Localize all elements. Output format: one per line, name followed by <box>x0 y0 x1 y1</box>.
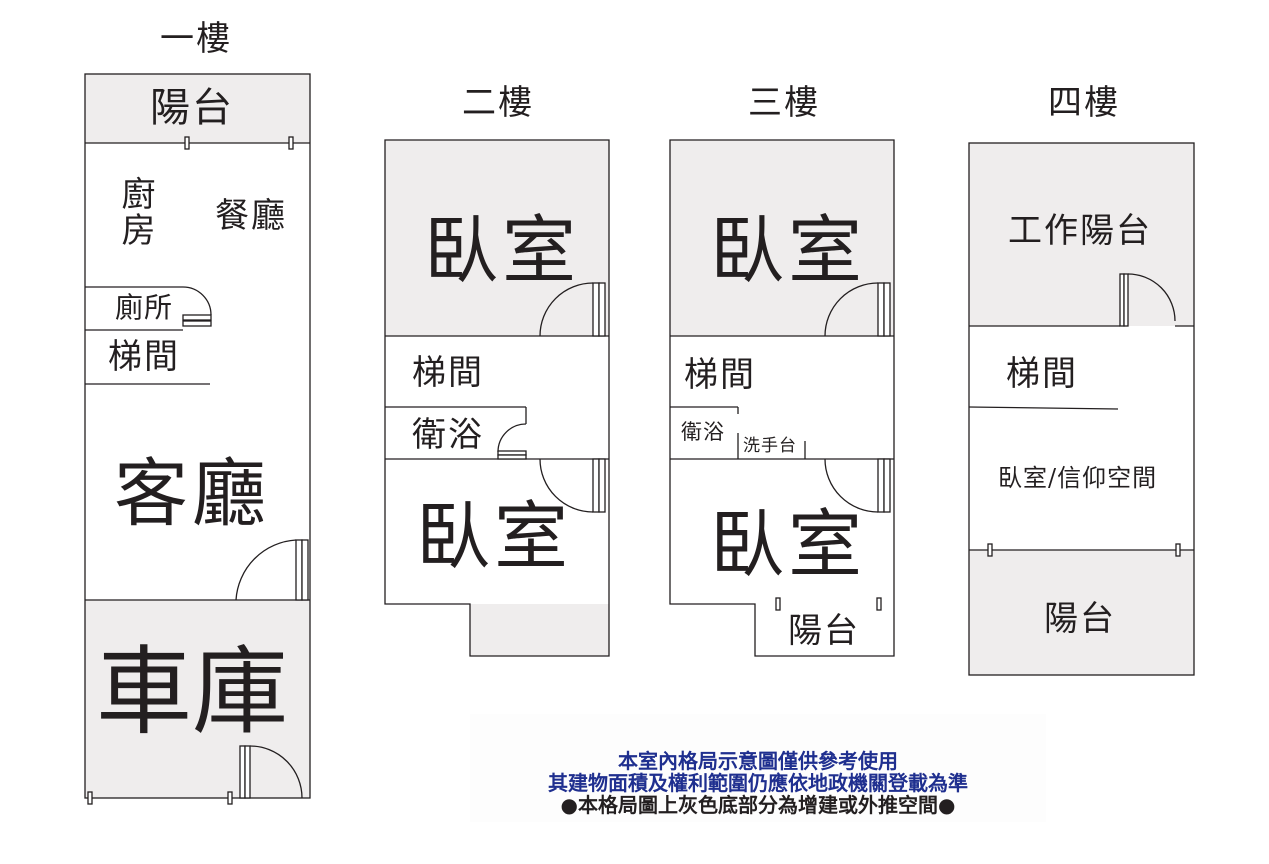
f3-bedroom-front-door <box>824 282 891 337</box>
f1-kitchen-label: 廚房 <box>115 176 155 248</box>
f2-rear-shade <box>470 604 609 656</box>
floor-3-plan <box>669 139 895 657</box>
floor-2-title: 二樓 <box>462 83 534 123</box>
f1-balcony-shade <box>85 74 310 143</box>
f4-balcony-shade <box>969 550 1194 675</box>
f2-bedroom-front-label: 臥室 <box>424 208 580 294</box>
f3-sink-label: 洗手台 <box>743 436 797 456</box>
floor-2-plan <box>384 139 610 657</box>
f4-outer-wall <box>968 142 1195 676</box>
f2-outer-wall <box>384 139 610 657</box>
f1-living-label: 客廳 <box>114 451 270 537</box>
disclaimer-line-1: 本室內格局示意圖僅供參考使用 <box>618 749 898 773</box>
f1-garage-shade <box>85 600 310 798</box>
f4-work-balcony-label: 工作陽台 <box>1008 211 1152 251</box>
f1-dining-label: 餐廳 <box>215 196 287 236</box>
f4-bedroom-faith-label: 臥室/信仰空間 <box>998 464 1158 492</box>
f1-balcony-label: 陽台 <box>150 85 234 131</box>
floor-4-title: 四樓 <box>1048 83 1120 123</box>
f1-stairs-label: 梯間 <box>108 337 180 377</box>
f2-front-bedroom-shade <box>385 140 609 336</box>
f3-bath-label: 衛浴 <box>681 420 725 444</box>
floor-1-plan <box>84 73 311 805</box>
f1-toilet-label: 廁所 <box>115 291 174 324</box>
f3-bedroom-back-door <box>824 458 891 513</box>
floor-4-plan <box>968 142 1195 676</box>
f3-front-bedroom-shade <box>670 140 894 336</box>
f2-stairs-label: 梯間 <box>412 353 484 393</box>
f2-bedroom-back-door <box>539 458 606 513</box>
f3-outer-wall <box>669 139 895 657</box>
f2-bedroom-front-door <box>539 282 606 337</box>
f2-bedroom-back-label: 臥室 <box>416 494 572 580</box>
f3-balcony-label: 陽台 <box>788 611 860 651</box>
f4-work-balcony-door <box>1119 273 1176 327</box>
f3-stairs-label: 梯間 <box>684 355 756 395</box>
disclaimer-line-3: ●本格局圖上灰色底部分為增建或外推空間● <box>560 793 956 817</box>
f1-living-door <box>235 539 309 601</box>
f3-bedroom-front-label: 臥室 <box>710 208 866 294</box>
f4-balcony-label: 陽台 <box>1044 599 1116 639</box>
f1-garage-door <box>239 745 303 799</box>
f4-stairs-label: 梯間 <box>1006 354 1078 394</box>
disclaimer-line-2: 其建物面積及權利範圍仍應依地政機關登載為準 <box>548 771 968 795</box>
f1-garage-label: 車庫 <box>96 636 288 748</box>
floor-1-title: 一樓 <box>160 19 232 59</box>
f2-bath-door <box>497 423 527 460</box>
disclaimer-notice: 本室內格局示意圖僅供參考使用 其建物面積及權利範圍仍應依地政機關登載為準 ●本格… <box>470 714 1046 822</box>
f4-work-balcony-shade <box>969 143 1194 326</box>
f1-toilet-door <box>182 286 212 327</box>
f1-outer-wall <box>84 73 311 799</box>
floor-3-title: 三樓 <box>748 83 820 123</box>
f3-bedroom-back-label: 臥室 <box>710 502 866 588</box>
f2-bath-label: 衛浴 <box>412 415 484 455</box>
